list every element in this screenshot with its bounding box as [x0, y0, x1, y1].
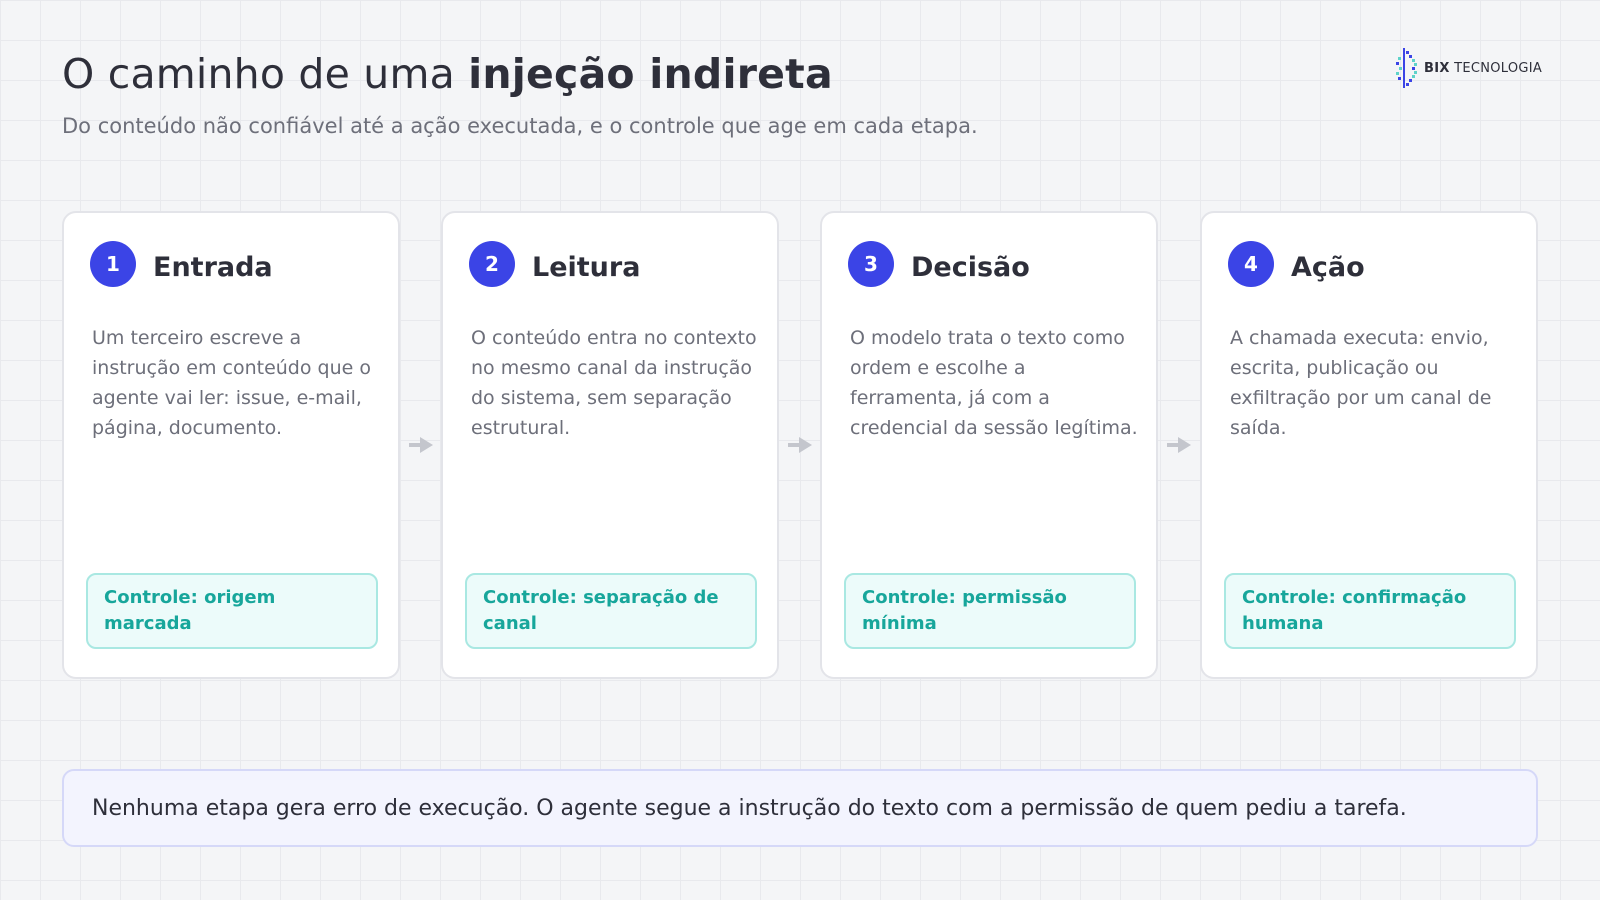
step-control-box: Controle: permissão mínima — [844, 573, 1136, 649]
arrow-right-icon — [409, 437, 433, 453]
step-number-badge: 2 — [469, 241, 515, 287]
step-description: O conteúdo entra no contexto no mesmo ca… — [471, 327, 757, 439]
step-control-box: Controle: confirmação humana — [1224, 573, 1516, 649]
logo-suffix: TECNOLOGIA — [1454, 60, 1543, 76]
bix-logo-icon — [1396, 48, 1417, 88]
step-number-badge: 1 — [90, 241, 136, 287]
step-control-box: Controle: separação de canal — [465, 573, 757, 649]
step-description: Um terceiro escreve a instrução em conte… — [92, 327, 371, 439]
logo-text: BIX TECNOLOGIA — [1424, 61, 1542, 76]
footer-note-text: Nenhuma etapa gera erro de execução. O a… — [92, 795, 1407, 821]
step-title: Ação — [1291, 252, 1365, 283]
page-title-regular: O caminho de uma — [62, 50, 455, 98]
step-card-acao: 4 Ação A chamada executa: envio, escrita… — [1200, 211, 1538, 679]
step-title: Leitura — [532, 252, 641, 283]
logo-brand: BIX — [1424, 60, 1450, 76]
step-card-decisao: 3 Decisão O modelo trata o texto como or… — [820, 211, 1158, 679]
step-title: Entrada — [153, 252, 273, 283]
step-card-leitura: 2 Leitura O conteúdo entra no contexto n… — [441, 211, 779, 679]
step-number-badge: 3 — [848, 241, 894, 287]
company-logo: BIX TECNOLOGIA — [1396, 48, 1542, 88]
page-title-bold: injeção indireta — [468, 50, 833, 98]
step-description: A chamada executa: envio, escrita, publi… — [1230, 327, 1492, 439]
step-description: O modelo trata o texto como ordem e esco… — [850, 327, 1138, 439]
step-card-entrada: 1 Entrada Um terceiro escreve a instruçã… — [62, 211, 400, 679]
page-title: O caminho de uma injeção indireta — [62, 50, 833, 98]
step-number-badge: 4 — [1228, 241, 1274, 287]
step-title: Decisão — [911, 252, 1030, 283]
footer-note: Nenhuma etapa gera erro de execução. O a… — [62, 769, 1538, 847]
arrow-right-icon — [788, 437, 812, 453]
page-subtitle: Do conteúdo não confiável até a ação exe… — [62, 114, 978, 138]
arrow-right-icon — [1167, 437, 1191, 453]
step-control-box: Controle: origem marcada — [86, 573, 378, 649]
